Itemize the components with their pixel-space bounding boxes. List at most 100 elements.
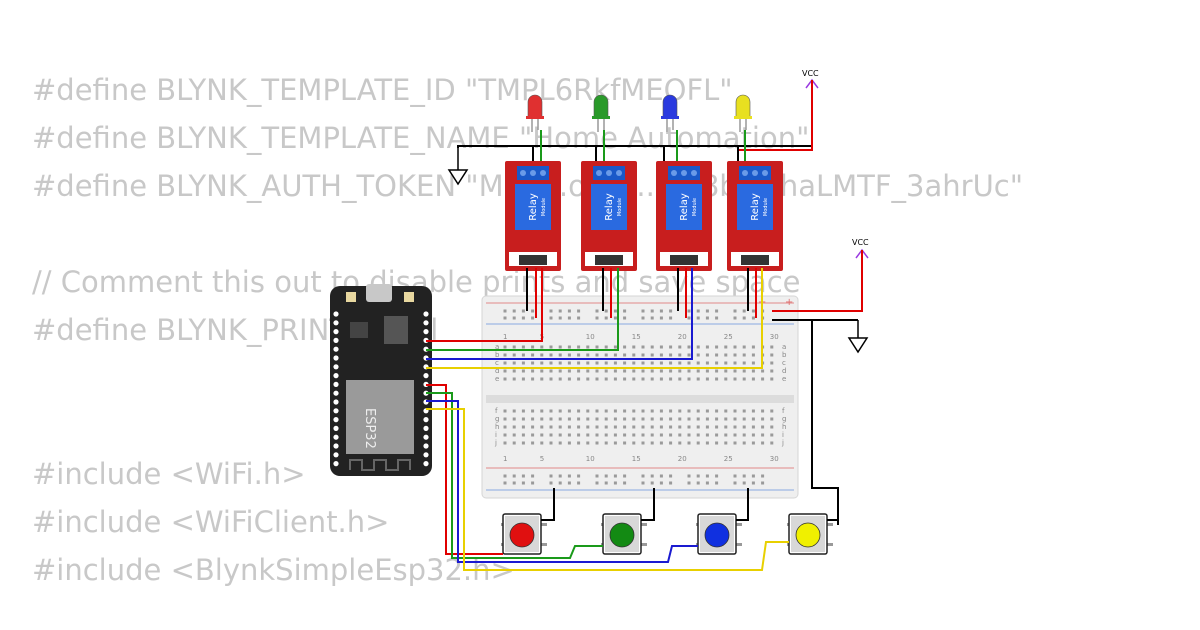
breadboard-row-label: h (782, 423, 786, 431)
esp32-pin[interactable] (333, 364, 339, 370)
breadboard-column-label: 15 (632, 455, 641, 463)
breadboard-row-label: j (781, 439, 784, 447)
breadboard-row-label: c (495, 359, 499, 367)
esp32-pin[interactable] (423, 329, 429, 335)
push-button[interactable] (601, 513, 647, 555)
red-wire (772, 250, 863, 312)
breadboard-column-label: 5 (540, 455, 544, 463)
ground-symbol-left (447, 148, 469, 186)
esp32-pin[interactable] (423, 425, 429, 431)
breadboard-row-label: b (495, 351, 500, 359)
esp32-pin[interactable] (423, 452, 429, 458)
breadboard-column-label: 30 (770, 333, 779, 341)
push-button[interactable] (501, 513, 547, 555)
esp32-pin[interactable] (423, 311, 429, 317)
vcc-symbol-right: VCC (852, 238, 869, 311)
esp32-pin[interactable] (423, 461, 429, 467)
breadboard-column-label: 20 (678, 455, 687, 463)
esp32-pin[interactable] (333, 329, 339, 335)
relay-sublabel: Module (617, 198, 623, 216)
esp32-pin[interactable] (333, 425, 339, 431)
black-wire (641, 488, 655, 521)
black-wire (457, 145, 812, 148)
esp32-pin[interactable] (333, 443, 339, 449)
esp32-pin[interactable] (333, 452, 339, 458)
breadboard-row-label: f (782, 407, 785, 415)
esp32-pin[interactable] (333, 355, 339, 361)
black-wire (811, 320, 839, 525)
breadboard-row-label: h (495, 423, 499, 431)
breadboard-column-label: 20 (678, 333, 687, 341)
esp32-pin[interactable] (333, 408, 339, 414)
blue-wire (426, 400, 698, 563)
code-line: #include <WiFiClient.h> (32, 505, 390, 539)
breadboard-column-label: 1 (503, 333, 507, 341)
breadboard-row-label: a (495, 343, 499, 351)
esp32-pin[interactable] (333, 434, 339, 440)
breadboard-row-label: e (782, 375, 786, 383)
esp32-pin[interactable] (333, 311, 339, 317)
breadboard-column-label: 15 (632, 333, 641, 341)
esp32-label: ESP32 (362, 408, 377, 449)
breadboard-row-label: j (494, 439, 497, 447)
black-wire (736, 488, 749, 521)
breadboard-column-label: 10 (586, 333, 595, 341)
red-wire (738, 80, 813, 151)
yellow-wire (426, 408, 789, 571)
black-wire (541, 488, 555, 521)
push-button[interactable] (696, 513, 742, 555)
code-line: #define BLYNK_TEMPLATE_ID "TMPL6RkfMEOFL… (32, 73, 733, 107)
breadboard-row-label: i (782, 431, 784, 439)
breadboard-row-label: i (495, 431, 497, 439)
red-wire (426, 384, 503, 555)
green-wire (426, 268, 619, 351)
esp32-pin[interactable] (333, 381, 339, 387)
relay-sublabel: Module (541, 198, 547, 216)
breadboard-row-label: c (782, 359, 786, 367)
code-line: #include <WiFi.h> (32, 457, 306, 491)
yellow-wire (426, 268, 763, 369)
esp32-pin[interactable] (333, 346, 339, 352)
code-line: #define BLYNK_TEMPLATE_NAME "Home Automa… (32, 121, 810, 155)
esp32-pin[interactable] (423, 434, 429, 440)
led[interactable] (661, 94, 679, 132)
breadboard-row-label: d (782, 367, 786, 375)
breadboard-column-label: 25 (724, 455, 733, 463)
breadboard-column-label: 30 (770, 455, 779, 463)
esp32-pin[interactable] (423, 373, 429, 379)
led[interactable] (592, 94, 610, 132)
esp32-pin[interactable] (333, 417, 339, 423)
esp32-pin[interactable] (333, 461, 339, 467)
blue-wire (426, 268, 693, 360)
esp32-pin[interactable] (423, 417, 429, 423)
esp32-pin[interactable] (423, 443, 429, 449)
green-wire (426, 392, 603, 559)
esp32-pin[interactable] (333, 337, 339, 343)
push-button[interactable] (787, 513, 833, 555)
breadboard-column-label: 25 (724, 333, 733, 341)
code-line: // Comment this out to disable prints an… (32, 265, 801, 299)
led[interactable] (734, 94, 752, 132)
ground-symbol-right (847, 320, 869, 354)
breadboard-column-label: 10 (586, 455, 595, 463)
breadboard-row-label: d (495, 367, 499, 375)
vcc-symbol-top: VCC (802, 69, 819, 150)
esp32-pin[interactable] (423, 320, 429, 326)
led[interactable] (526, 94, 544, 132)
relay-label: Relay (528, 193, 539, 221)
esp32-pin[interactable] (333, 320, 339, 326)
svg-text:+: + (785, 297, 793, 308)
relay-sublabel: Module (763, 198, 769, 216)
esp32-pin[interactable] (333, 390, 339, 396)
esp32-board[interactable]: ESP32 (330, 284, 432, 476)
breadboard-row-label: b (782, 351, 787, 359)
esp32-pin[interactable] (333, 399, 339, 405)
esp32-pin[interactable] (333, 373, 339, 379)
breadboard-row-label: g (782, 415, 786, 423)
